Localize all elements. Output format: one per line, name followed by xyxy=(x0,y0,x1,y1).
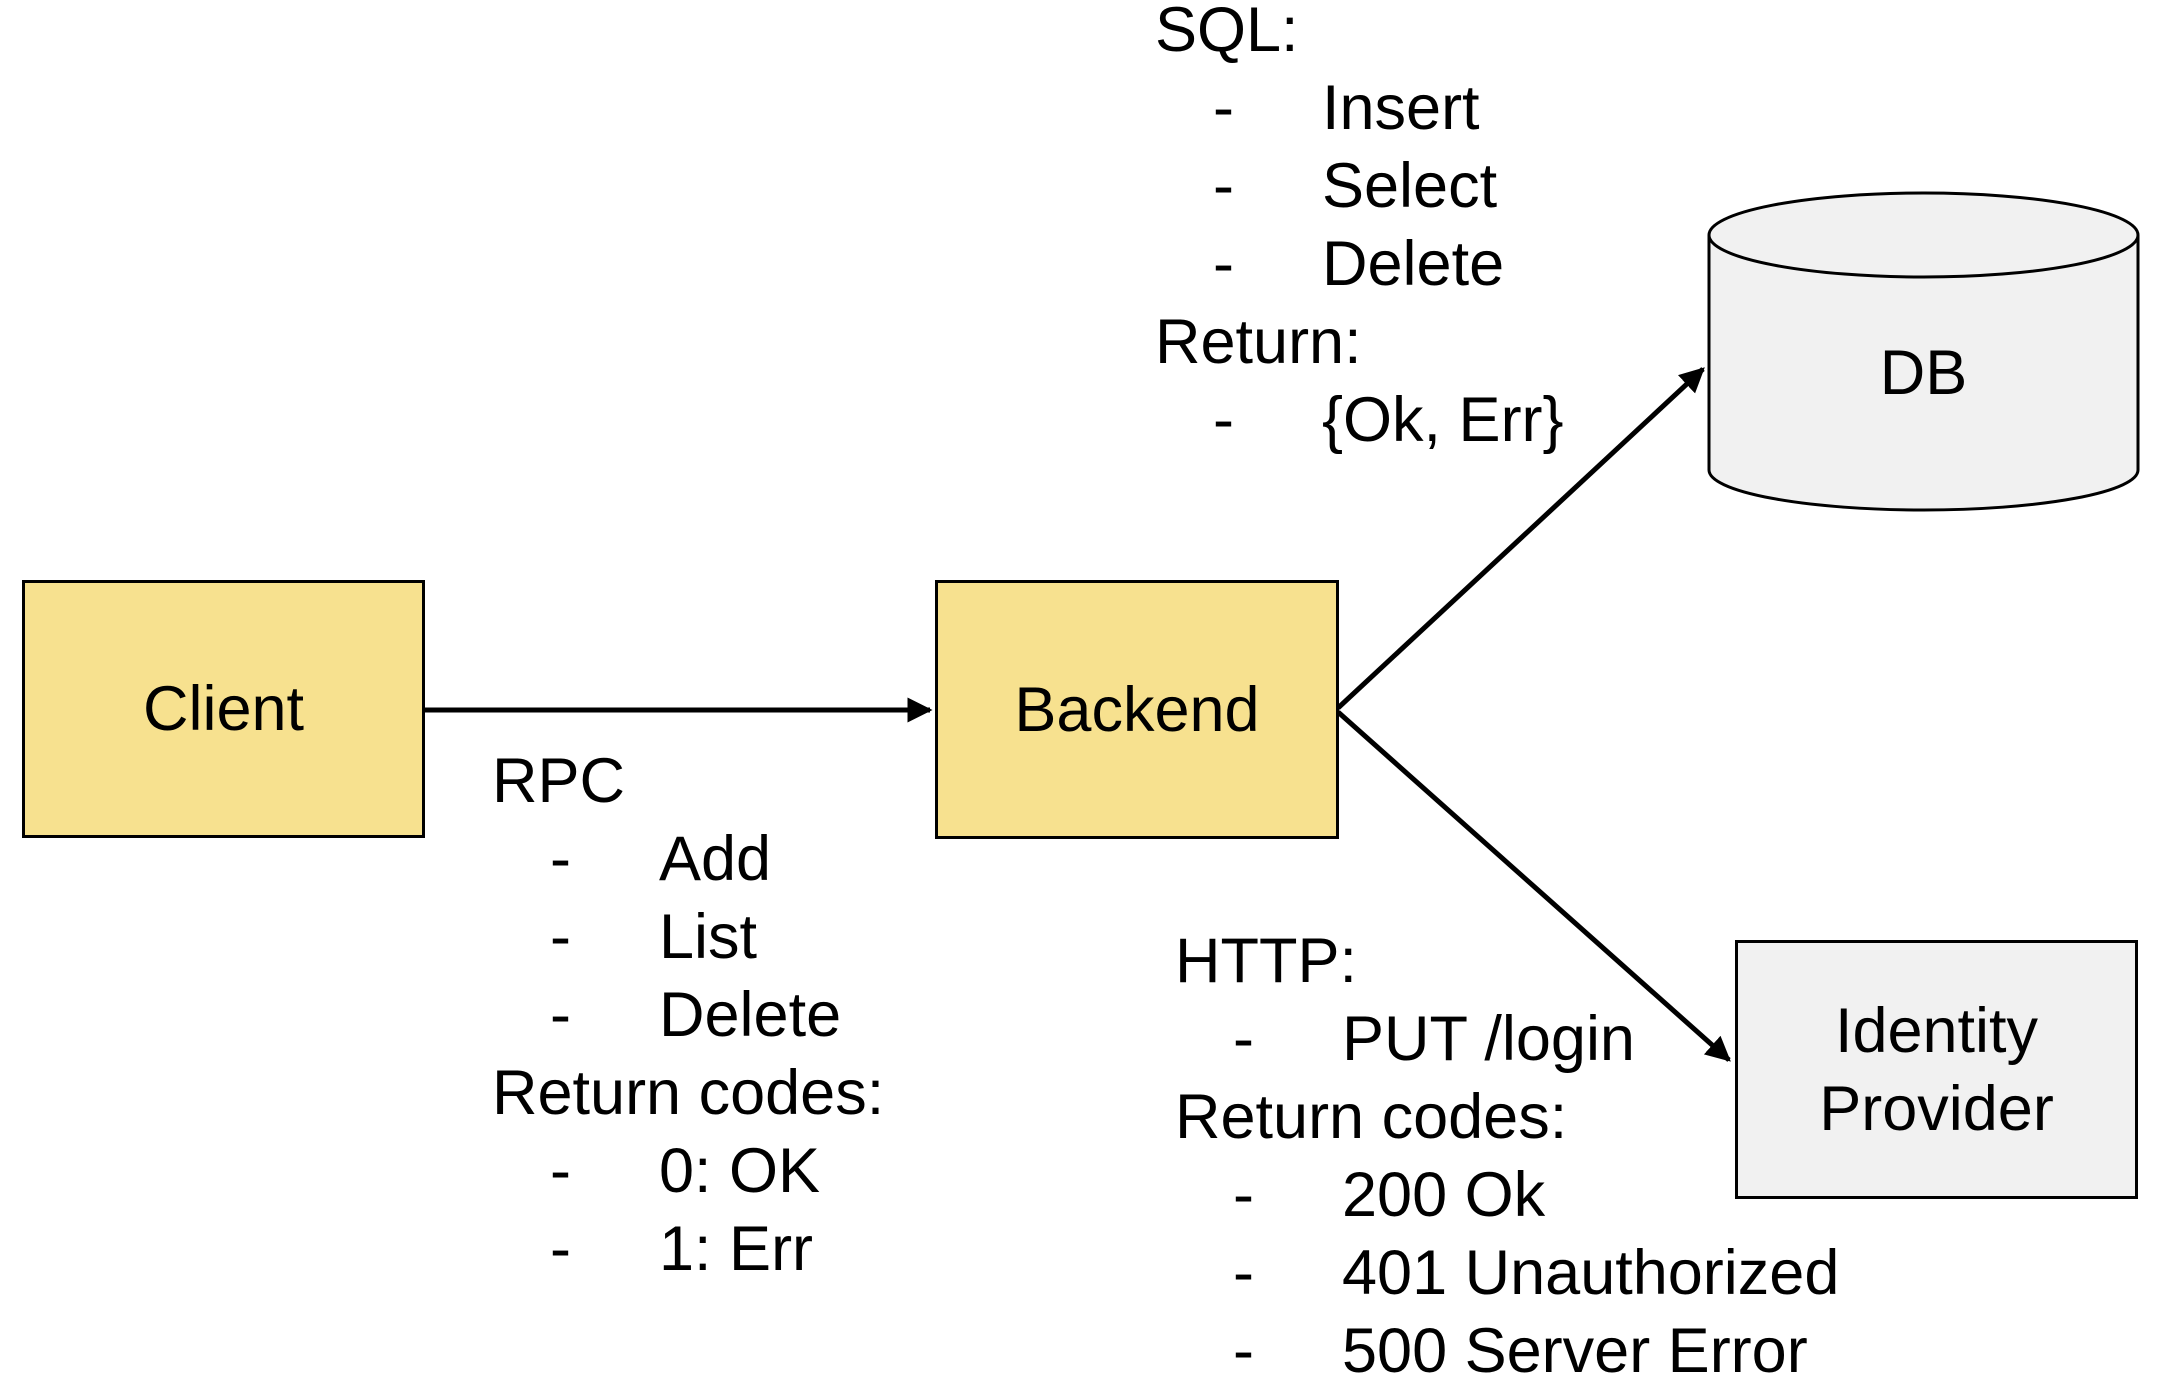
rpc-return-code-err: -1: Err xyxy=(492,1210,884,1288)
backend-to-idp-arrow xyxy=(1336,710,1731,1062)
bullet-dash: - xyxy=(550,902,571,972)
sql-bullet-select: -Select xyxy=(1155,147,1497,225)
rpc-title: RPC xyxy=(492,746,626,816)
bullet-dash: - xyxy=(1213,73,1234,143)
sql-bullet-insert: -Insert xyxy=(1155,69,1480,147)
http-title: HTTP: xyxy=(1175,926,1357,996)
bullet-dash: - xyxy=(1233,1004,1254,1074)
client-label: Client xyxy=(142,674,305,744)
bullet-dash: - xyxy=(1213,229,1234,299)
bullet-dash: - xyxy=(550,1214,571,1284)
http-annotation: HTTP: -PUT /login Return codes: -200 Ok … xyxy=(1175,922,1839,1390)
db-label: DB xyxy=(1879,338,1968,408)
identity-provider-label: Identity Provider xyxy=(1819,995,2054,1144)
http-return-code-200: -200 Ok xyxy=(1175,1156,1567,1234)
bullet-dash: - xyxy=(550,1136,571,1206)
sql-return-title: Return: xyxy=(1155,307,1362,377)
sql-bullet-delete: -Delete xyxy=(1155,225,1504,303)
client-node: Client xyxy=(22,580,425,838)
rpc-return-codes-title: Return codes: xyxy=(492,1058,885,1128)
http-bullet-put-login: -PUT /login xyxy=(1175,1000,1635,1078)
bullet-dash: - xyxy=(1213,151,1234,221)
rpc-return-code-ok: -0: OK xyxy=(492,1132,884,1210)
bullet-dash: - xyxy=(1233,1160,1254,1230)
backend-to-db-arrow xyxy=(1336,367,1705,710)
bullet-dash: - xyxy=(550,824,571,894)
bullet-dash: - xyxy=(1233,1316,1254,1386)
rpc-bullet-add: -Add xyxy=(492,820,884,898)
sql-annotation: SQL: -Insert -Select -Delete Return: -{O… xyxy=(1155,0,1564,459)
sql-title: SQL: xyxy=(1155,0,1299,65)
http-return-codes-title: Return codes: xyxy=(1175,1082,1568,1152)
bullet-dash: - xyxy=(1233,1238,1254,1308)
rpc-bullet-delete: -Delete xyxy=(492,976,884,1054)
db-cylinder xyxy=(1707,191,2140,512)
bullet-dash: - xyxy=(1213,385,1234,455)
identity-provider-node: Identity Provider xyxy=(1735,940,2138,1199)
backend-node: Backend xyxy=(935,580,1339,839)
backend-label: Backend xyxy=(1014,674,1260,745)
sql-return-ok-err: -{Ok, Err} xyxy=(1155,381,1564,459)
http-return-code-401: -401 Unauthorized xyxy=(1175,1234,1839,1312)
rpc-annotation: RPC -Add -List -Delete Return codes: -0:… xyxy=(492,742,884,1288)
bullet-dash: - xyxy=(550,980,571,1050)
http-return-code-500: -500 Server Error xyxy=(1175,1312,1808,1390)
rpc-bullet-list: -List xyxy=(492,898,884,976)
